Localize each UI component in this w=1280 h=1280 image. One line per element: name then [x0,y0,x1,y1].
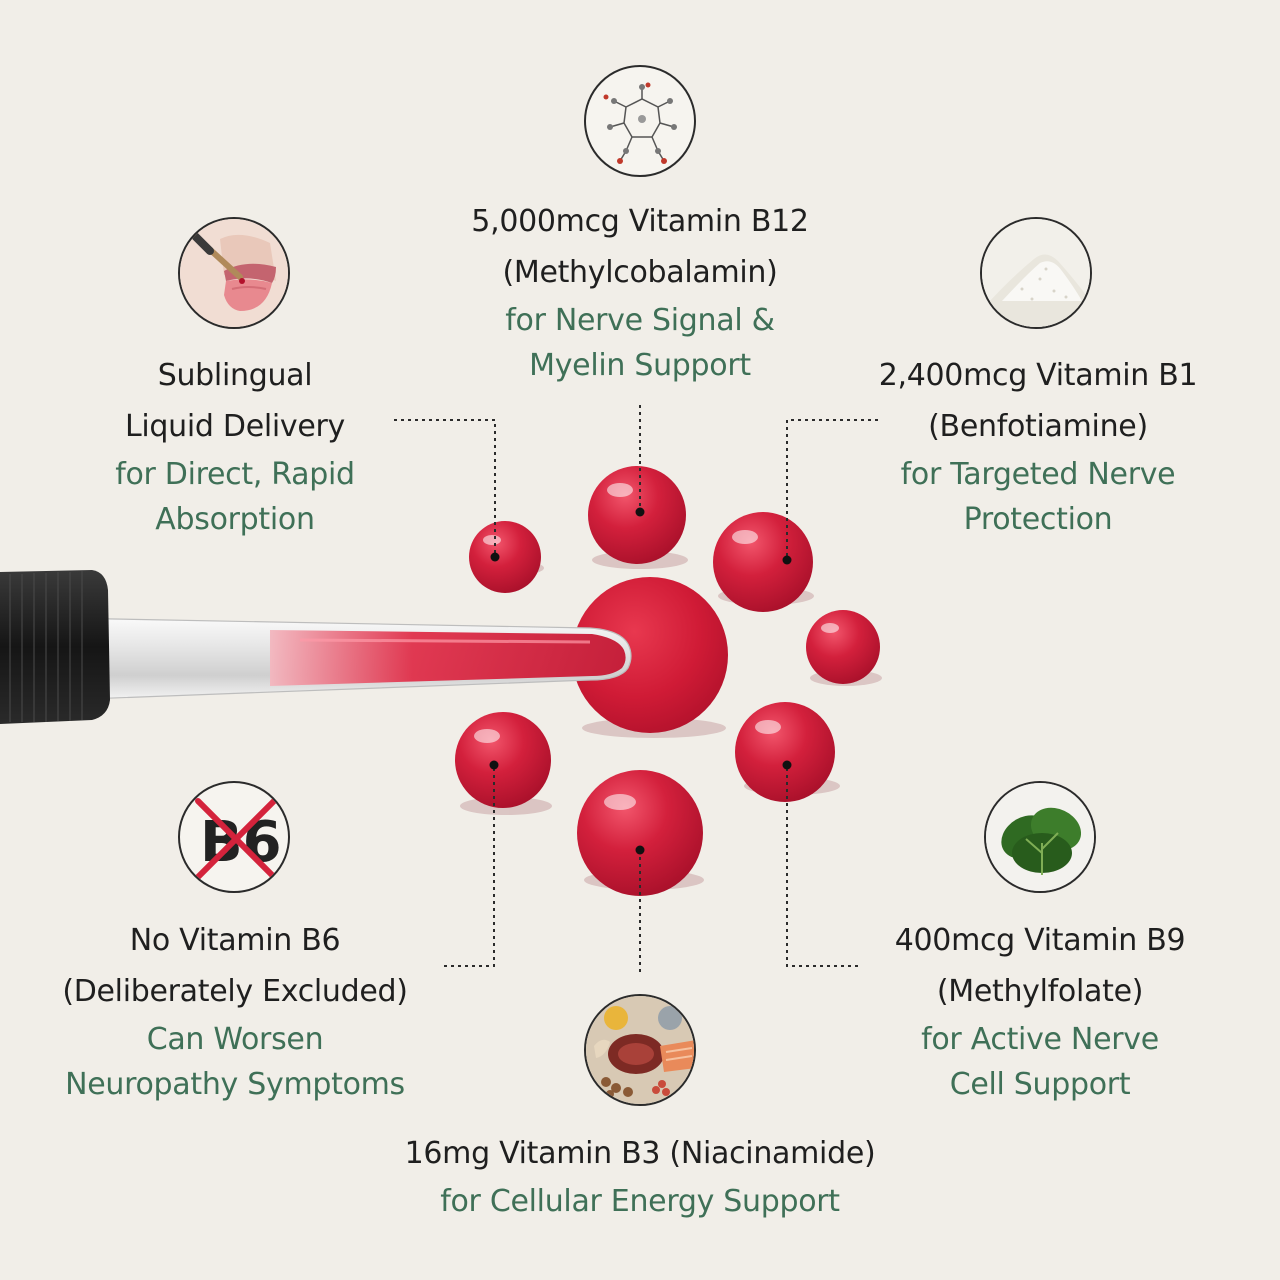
leader-line-b9 [786,765,858,967]
leader-line-sublingual [394,419,496,557]
droplet [469,521,541,593]
leader-line-b6 [444,765,495,967]
feature-b12-benefit-2: Myelin Support [529,348,751,383]
feature-b1: 2,400mcg Vitamin B1 (Benfotiamine) for T… [848,350,1228,542]
leader-line-b1 [786,419,878,562]
feature-b3-title: 16mg Vitamin B3 (Niacinamide) [404,1136,876,1171]
feature-b3: 16mg Vitamin B3 (Niacinamide) for Cellul… [340,1128,940,1224]
droplet [577,770,703,896]
feature-b12-title: 5,000mcg Vitamin B12 [471,204,809,239]
dropper-cap [0,570,110,724]
food-icon [584,994,696,1106]
feature-sublingual-benefit-2: Absorption [155,502,315,537]
molecule-icon [584,65,696,177]
droplet [735,702,835,802]
spinach-icon [984,781,1096,893]
mouth-dropper-icon [178,217,290,329]
feature-b3-benefit-1: for Cellular Energy Support [440,1184,840,1219]
feature-sublingual-benefit-1: for Direct, Rapid [115,457,355,492]
feature-b9-subtitle: (Methylfolate) [936,974,1144,1009]
droplet [455,712,551,808]
powder-icon [980,217,1092,329]
feature-sublingual-title: Sublingual [157,358,313,393]
feature-b6: No Vitamin B6 (Deliberately Excluded) Ca… [30,915,440,1107]
feature-sublingual: Sublingual Liquid Delivery for Direct, R… [50,350,420,542]
feature-b9-benefit-2: Cell Support [949,1067,1131,1102]
feature-b12-subtitle: (Methylcobalamin) [502,255,778,290]
feature-b1-title: 2,400mcg Vitamin B1 [878,358,1198,393]
feature-b9: 400mcg Vitamin B9 (Methylfolate) for Act… [850,915,1230,1107]
feature-b6-benefit-1: Can Worsen [146,1022,324,1057]
droplet [713,512,813,612]
feature-b6-benefit-2: Neuropathy Symptoms [65,1067,405,1102]
feature-b1-benefit-2: Protection [963,502,1113,537]
feature-b6-title: No Vitamin B6 [129,923,341,958]
large-droplet [572,577,728,733]
feature-b6-subtitle: (Deliberately Excluded) [62,974,408,1009]
feature-b12-benefit-1: for Nerve Signal & [505,303,775,338]
feature-b9-benefit-1: for Active Nerve [921,1022,1159,1057]
feature-b1-benefit-1: for Targeted Nerve [900,457,1176,492]
no-b6-icon: B6 [178,781,290,893]
feature-b12: 5,000mcg Vitamin B12 (Methylcobalamin) f… [390,196,890,388]
feature-sublingual-subtitle: Liquid Delivery [124,409,346,444]
droplet [806,610,880,684]
feature-b1-subtitle: (Benfotiamine) [928,409,1148,444]
feature-b9-title: 400mcg Vitamin B9 [894,923,1186,958]
